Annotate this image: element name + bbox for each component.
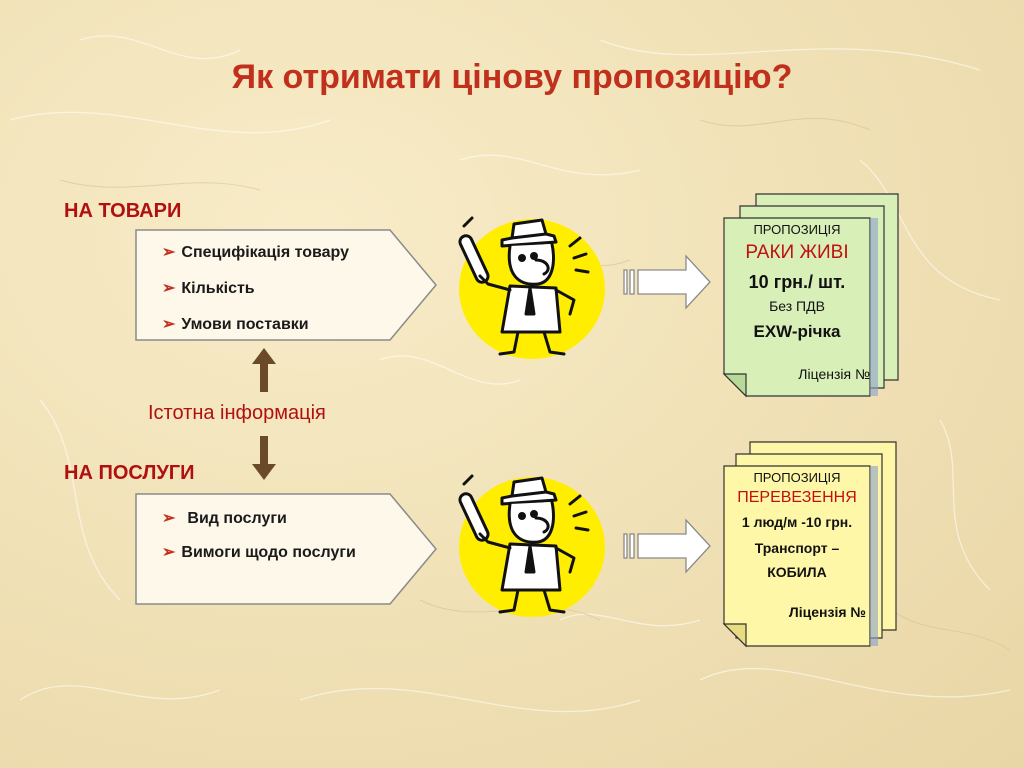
services-arrow-box bbox=[135, 493, 437, 605]
list-item: ➢Вимоги щодо послуги bbox=[162, 544, 356, 561]
offer-goods-vat: Без ПДВ bbox=[769, 298, 825, 314]
goods-list: ➢Специфікація товару ➢Кількість ➢Умови п… bbox=[162, 242, 422, 342]
goods-arrow-box bbox=[135, 229, 437, 341]
offer-services-license: Ліцензія № bbox=[788, 604, 866, 620]
bullet-arrow-icon: ➢ bbox=[162, 544, 176, 561]
bullet-arrow-icon: ➢ bbox=[162, 244, 176, 261]
offer-services-price: 1 люд/м -10 грн. bbox=[741, 514, 853, 530]
offer-goods-price: 10 грн./ шт. bbox=[748, 272, 846, 292]
goods-heading: НА ТОВАРИ bbox=[64, 200, 182, 222]
offer-services-vehicle: КОБИЛА bbox=[767, 564, 827, 580]
caller-icon bbox=[458, 474, 605, 617]
offer-goods-terms: EXW-річка bbox=[753, 322, 841, 341]
services-list: ➢Вид послуги ➢Вимоги щодо послуги bbox=[162, 508, 432, 578]
offer-services-transport: Транспорт – bbox=[754, 540, 840, 556]
offer-goods-product: РАКИ ЖИВІ bbox=[745, 242, 849, 263]
list-item: ➢Кількість bbox=[162, 280, 255, 297]
offer-services-service: ПЕРЕВЕЗЕННЯ bbox=[737, 489, 857, 506]
offer-services-document bbox=[722, 441, 897, 648]
bullet-arrow-icon: ➢ bbox=[162, 280, 176, 297]
arrow-right-icon bbox=[623, 518, 711, 574]
arrow-up-icon bbox=[252, 348, 276, 392]
list-item: ➢Вид послуги bbox=[162, 510, 287, 527]
arrow-right-icon bbox=[623, 254, 711, 310]
bullet-arrow-icon: ➢ bbox=[162, 510, 176, 527]
page-title: Як отримати цінову пропозицію? bbox=[231, 58, 793, 96]
list-item: ➢Умови поставки bbox=[162, 316, 309, 333]
services-heading: НА ПОСЛУГИ bbox=[64, 462, 195, 484]
essential-info-label: Істотна інформація bbox=[148, 402, 326, 424]
offer-services-label: ПРОПОЗИЦІЯ bbox=[753, 470, 841, 485]
offer-goods-label: ПРОПОЗИЦІЯ bbox=[753, 222, 841, 237]
caller-icon bbox=[458, 216, 605, 359]
arrow-down-icon bbox=[252, 436, 276, 480]
bullet-arrow-icon: ➢ bbox=[162, 316, 176, 333]
offer-goods-document bbox=[722, 193, 899, 398]
list-item: ➢Специфікація товару bbox=[162, 244, 349, 261]
offer-goods-license: Ліцензія № bbox=[798, 366, 870, 382]
